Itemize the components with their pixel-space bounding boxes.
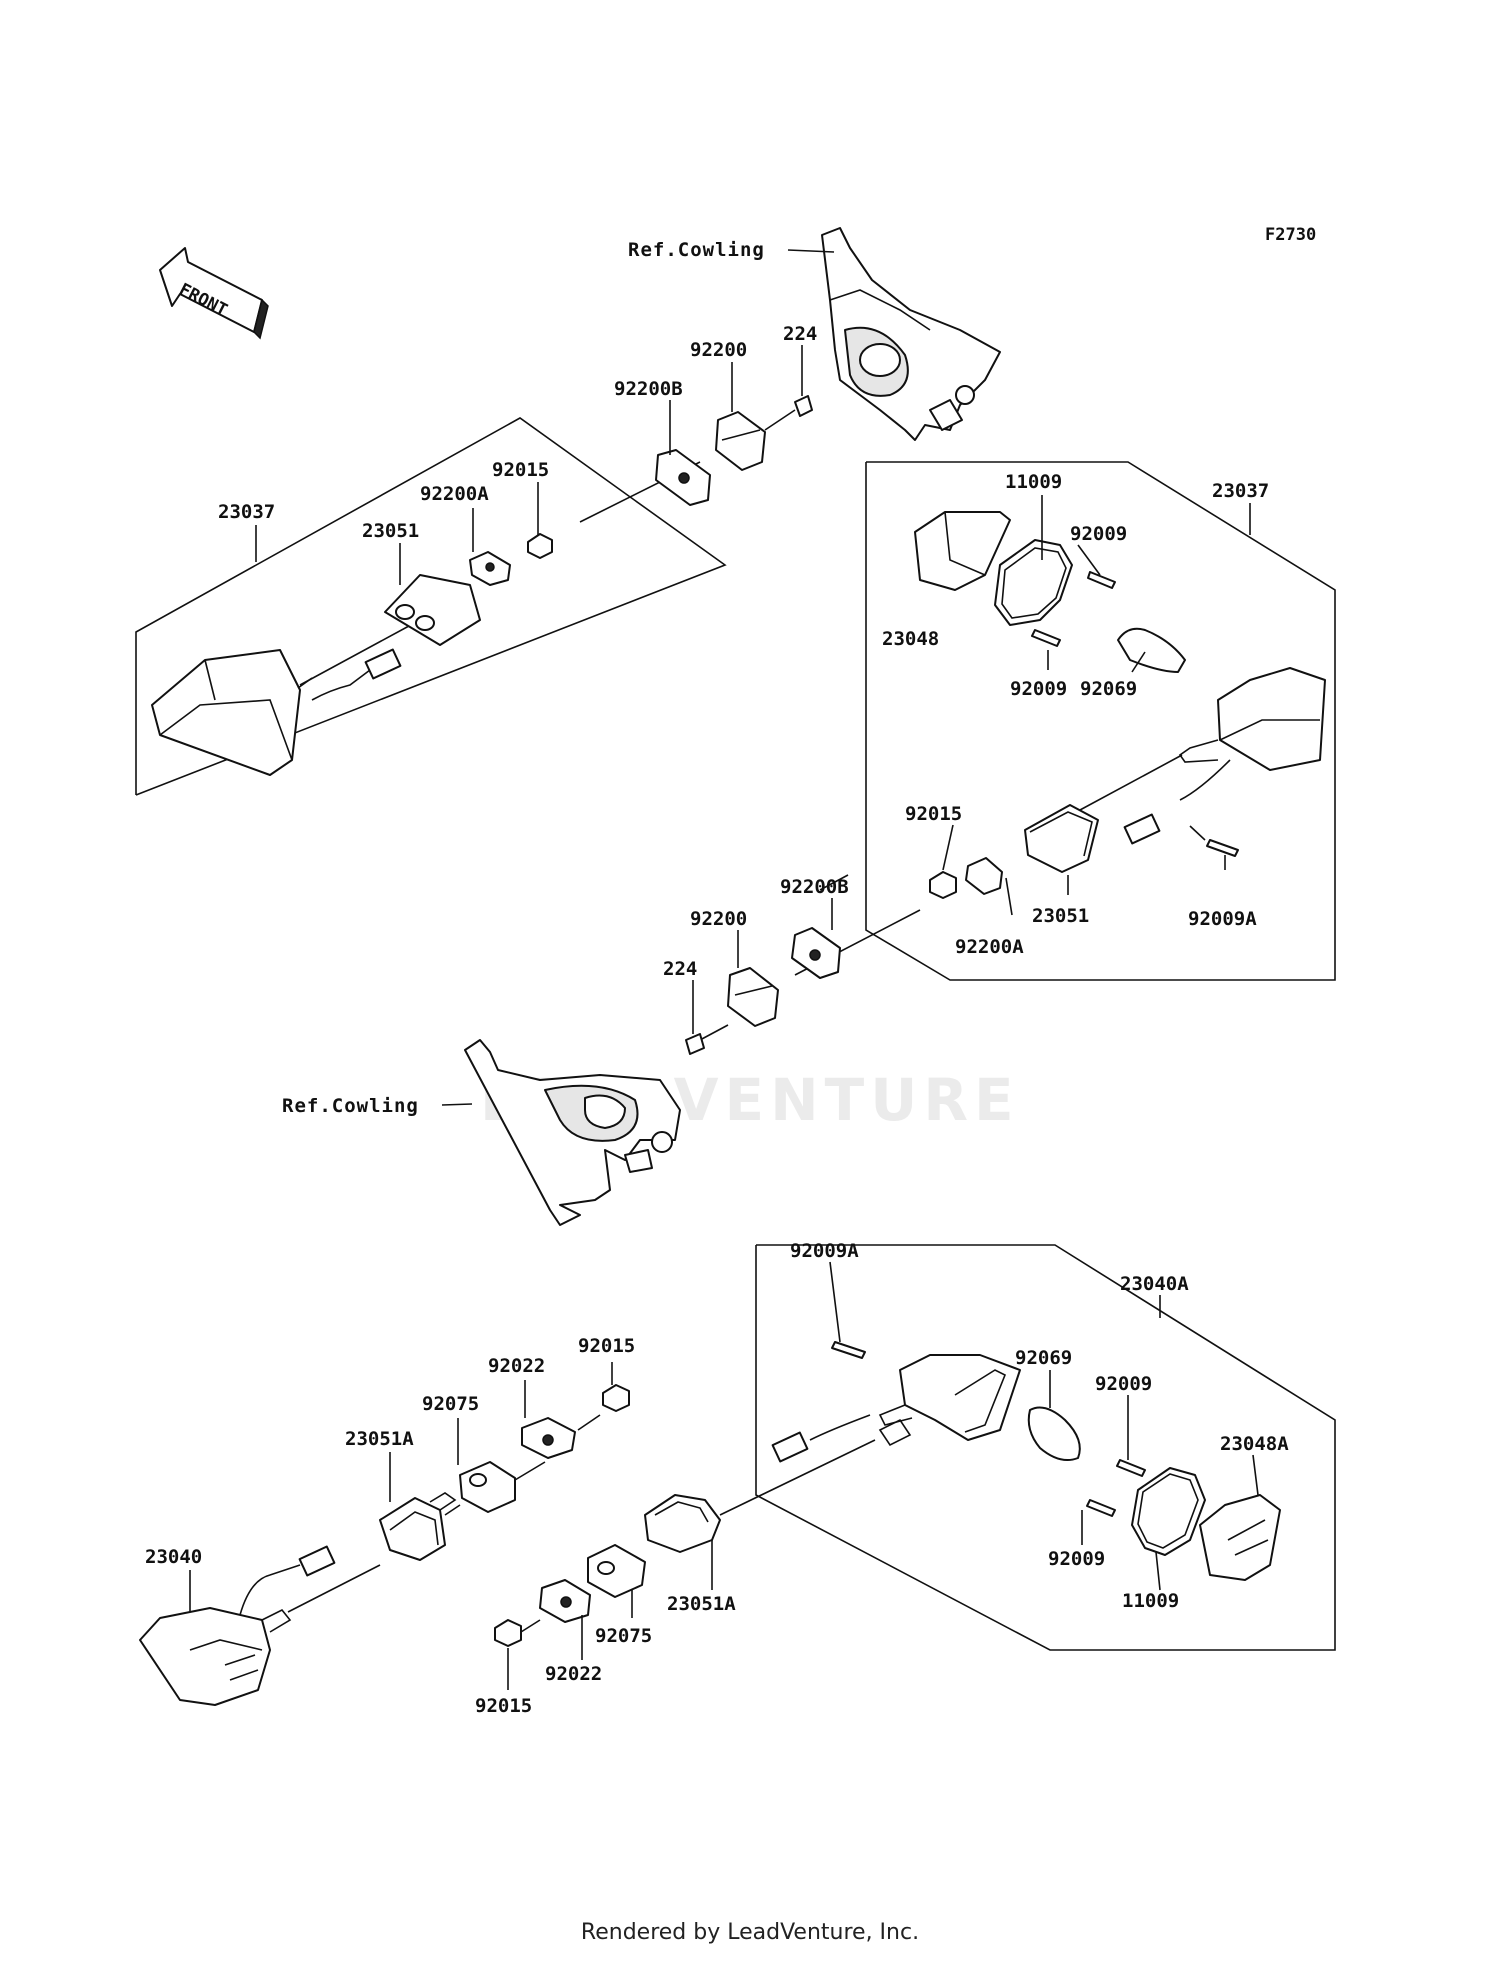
label-92069-right: 92069 <box>1080 678 1137 700</box>
label-92009-right-1: 92009 <box>1070 523 1127 545</box>
plate-92200A-right <box>965 857 1003 895</box>
rubber-mount-23051A-left <box>379 1497 446 1561</box>
label-92009-bottom-1: 92009 <box>1095 1373 1152 1395</box>
footer-credit: Rendered by LeadVenture, Inc. <box>580 1920 920 1945</box>
gasket-11009-lower <box>1131 1467 1206 1556</box>
screw-224-mid <box>685 1033 705 1055</box>
right-front-turn-signal-group <box>865 461 1336 981</box>
label-23048-right: 23048 <box>882 628 939 650</box>
label-23051-left: 23051 <box>362 520 419 542</box>
label-92200-top: 92200 <box>690 339 747 361</box>
label-92009-bottom-2: 92009 <box>1048 1548 1105 1570</box>
label-92009A-bottom: 92009A <box>790 1240 859 1262</box>
label-23051A-bottom-center: 23051A <box>667 1593 736 1615</box>
label-92015-bottom-left: 92015 <box>578 1335 635 1357</box>
nut-92015-center <box>494 1619 522 1647</box>
nut-92015-right <box>929 871 957 899</box>
screw-92009-lower-b <box>1086 1499 1116 1517</box>
label-23040A-bottom: 23040A <box>1120 1273 1189 1295</box>
label-92022-bottom-left: 92022 <box>488 1355 545 1377</box>
turn-signal-housing-right <box>1217 667 1326 771</box>
front-arrow-icon: FRONT <box>159 247 269 340</box>
gasket-11009 <box>994 539 1073 626</box>
wire-connector-lower-right <box>771 1431 809 1463</box>
label-92015-right: 92015 <box>905 803 962 825</box>
turn-signal-housing-lower-right <box>899 1354 1021 1441</box>
label-92075-bottom-center: 92075 <box>595 1625 652 1647</box>
lower-center-mount-parts <box>494 1494 721 1647</box>
plate-92200-mid <box>727 967 779 1027</box>
plate-92200 <box>715 411 766 471</box>
screw-92009-b <box>1031 629 1061 647</box>
nut-92015-left <box>602 1384 630 1412</box>
label-23037-right: 23037 <box>1212 480 1269 502</box>
washer-92075-center <box>587 1544 646 1598</box>
label-92015-bottom-center: 92015 <box>475 1695 532 1717</box>
middle-cowling-bracket <box>464 1039 681 1226</box>
lens-23048 <box>914 511 1011 591</box>
label-11009-right: 11009 <box>1005 471 1062 493</box>
label-92200B-top: 92200B <box>614 378 683 400</box>
nut-92015 <box>527 533 553 559</box>
screw-92009A-right <box>1206 839 1239 857</box>
screw-224 <box>794 395 813 417</box>
left-front-turn-signal-group <box>135 417 727 796</box>
rear-left-turn-signal-group <box>139 1384 630 1706</box>
leader-lines <box>189 345 1259 1690</box>
wire-connector-23040 <box>298 1545 336 1577</box>
bulb-92069-lower <box>1027 1406 1081 1461</box>
label-92200B-mid: 92200B <box>780 876 849 898</box>
diagram-id: F2730 <box>1265 225 1316 245</box>
rubber-mount-23051 <box>384 574 481 646</box>
label-92200A-left: 92200A <box>420 483 489 505</box>
middle-bracket-plates <box>685 874 921 1055</box>
upper-bracket-plates <box>655 395 813 506</box>
label-92200-mid: 92200 <box>690 908 747 930</box>
label-92015-left: 92015 <box>492 459 549 481</box>
rubber-mount-23051-right <box>1024 804 1099 873</box>
screw-92009-lower-a <box>1116 1459 1146 1477</box>
label-92200A-right: 92200A <box>955 936 1024 958</box>
ref-cowling-top-label: Ref.Cowling <box>628 239 765 261</box>
wire-connector-right <box>1123 813 1161 845</box>
label-23040-bottom-left: 23040 <box>145 1546 202 1568</box>
label-92069-bottom: 92069 <box>1015 1347 1072 1369</box>
label-23051-right: 23051 <box>1032 905 1089 927</box>
label-11009-bottom: 11009 <box>1122 1590 1179 1612</box>
label-224-top: 224 <box>783 323 817 345</box>
label-92009A-right: 92009A <box>1188 908 1257 930</box>
label-92009-right-2: 92009 <box>1010 678 1067 700</box>
turn-signal-housing-23040 <box>139 1607 271 1706</box>
screw-92009A-lower <box>831 1341 866 1359</box>
screw-92009-a <box>1087 571 1116 589</box>
lens-23048A <box>1199 1494 1281 1581</box>
label-92075-bottom-left: 92075 <box>422 1393 479 1415</box>
ref-cowling-mid-label: Ref.Cowling <box>282 1095 419 1117</box>
washer-92075-left <box>459 1461 516 1513</box>
turn-signal-housing <box>151 649 301 776</box>
label-92022-bottom-center: 92022 <box>545 1663 602 1685</box>
upper-cowling-bracket <box>821 227 1001 441</box>
label-23037-left: 23037 <box>218 501 275 523</box>
wire-connector <box>364 648 402 680</box>
bulb-92069 <box>1117 627 1186 673</box>
label-23051A-bottom-left: 23051A <box>345 1428 414 1450</box>
rear-right-turn-signal-group <box>719 1244 1336 1651</box>
label-23048A-bottom: 23048A <box>1220 1433 1289 1455</box>
label-224-mid: 224 <box>663 958 697 980</box>
